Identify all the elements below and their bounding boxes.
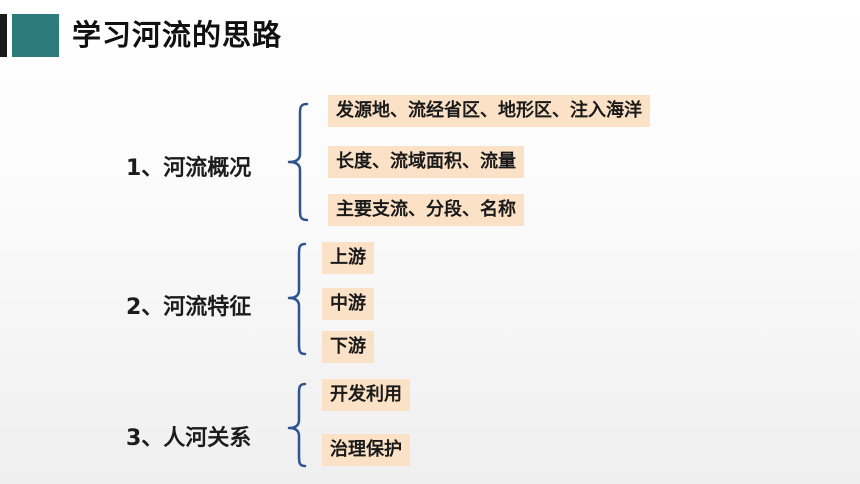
title-accent-teal	[12, 14, 59, 57]
page-title: 学习河流的思路	[72, 18, 283, 52]
human-river-item-protection: 治理保护	[322, 434, 410, 466]
section-heading-overview: 1、河流概况	[126, 156, 252, 181]
overview-item-length: 长度、流域面积、流量	[328, 146, 524, 178]
features-item-middle: 中游	[322, 288, 374, 320]
features-item-upper: 上游	[322, 242, 374, 274]
overview-item-source: 发源地、流经省区、地形区、注入海洋	[328, 95, 650, 127]
bracket-overview	[287, 102, 309, 222]
bracket-features	[287, 242, 307, 356]
section-heading-human-river: 3、人河关系	[126, 426, 252, 451]
section-heading-features: 2、河流特征	[126, 295, 252, 320]
overview-item-tributaries: 主要支流、分段、名称	[328, 194, 524, 226]
features-item-lower: 下游	[322, 331, 374, 363]
human-river-item-development: 开发利用	[322, 379, 410, 411]
bracket-human-river	[287, 382, 307, 468]
title-accent-dark	[0, 14, 7, 57]
